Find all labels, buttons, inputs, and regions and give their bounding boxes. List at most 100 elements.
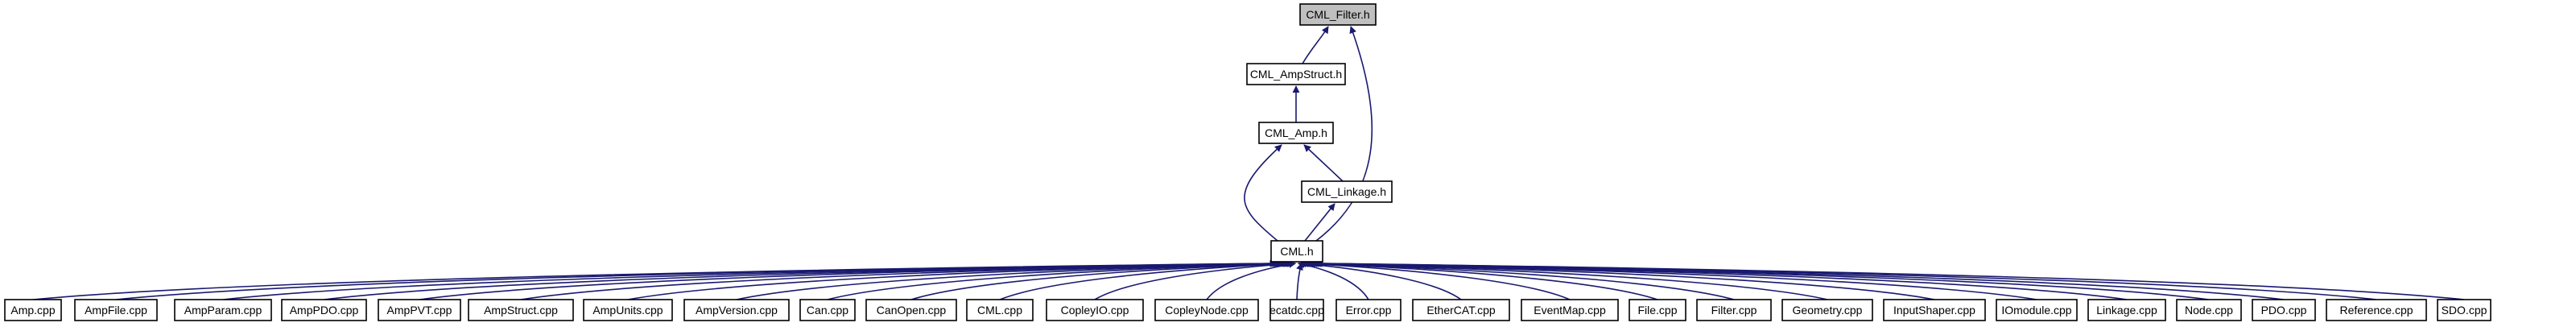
node-canopen-cpp-label: CanOpen.cpp [877,304,947,317]
node-cml-h-box [1270,240,1323,263]
node-eventmap-cpp-box [1521,299,1619,321]
node-error-cpp-box [1335,299,1402,321]
edge-can-cpp-to-cml [827,259,1290,300]
node-ampversion-cpp-box [683,299,790,321]
node-filter-cpp-label: Filter.cpp [1711,304,1757,317]
node-copleynode-cpp-label: CopleyNode.cpp [1165,304,1249,317]
node-amppvt-cpp[interactable]: AmpPVT.cpp [378,299,461,321]
node-cml-ampstruct-h[interactable]: CML_AmpStruct.h [1246,63,1346,85]
node-geometry-cpp-label: Geometry.cpp [1793,304,1863,317]
node-cml-cpp-label: CML.cpp [977,304,1022,317]
node-geometry-cpp[interactable]: Geometry.cpp [1781,299,1873,321]
node-iomodule-cpp-box [1996,299,2078,321]
node-ampparam-cpp[interactable]: AmpParam.cpp [174,299,272,321]
node-ethercat-cpp-label: EtherCAT.cpp [1426,304,1496,317]
edge-cml-cpp-to-cml [999,259,1294,300]
node-ampstruct-cpp[interactable]: AmpStruct.cpp [468,299,574,321]
node-cml-ampstruct-h-label: CML_AmpStruct.h [1250,68,1342,81]
node-ampversion-cpp[interactable]: AmpVersion.cpp [683,299,790,321]
node-can-cpp[interactable]: Can.cpp [799,299,856,321]
node-pdo-cpp-label: PDO.cpp [2261,304,2307,317]
node-ampunits-cpp-box [583,299,673,321]
edge-cml-to-amp [1244,144,1282,242]
node-copleynode-cpp[interactable]: CopleyNode.cpp [1154,299,1259,321]
edge-filter-cpp-to-cml [1303,259,1735,300]
edge-linkage-to-amp [1303,144,1344,182]
node-ampparam-cpp-box [174,299,272,321]
node-copleyio-cpp-label: CopleyIO.cpp [1061,304,1129,317]
node-can-cpp-label: Can.cpp [807,304,848,317]
node-filter-cpp-box [1696,299,1772,321]
node-can-cpp-box [799,299,856,321]
node-linkage-cpp[interactable]: Linkage.cpp [2087,299,2166,321]
node-iomodule-cpp[interactable]: IOmodule.cpp [1996,299,2078,321]
node-canopen-cpp[interactable]: CanOpen.cpp [865,299,957,321]
node-eventmap-cpp-label: EventMap.cpp [1534,304,1606,317]
node-cml-amp-h[interactable]: CML_Amp.h [1258,122,1334,144]
node-amppdo-cpp-label: AmpPDO.cpp [290,304,359,317]
node-ethercat-cpp-box [1412,299,1510,321]
node-amppdo-cpp[interactable]: AmpPDO.cpp [281,299,367,321]
node-cml-cpp[interactable]: CML.cpp [966,299,1034,321]
edge-error-cpp-to-cml [1297,261,1369,300]
node-ampfile-cpp[interactable]: AmpFile.cpp [74,299,158,321]
node-linkage-cpp-box [2087,299,2166,321]
node-geometry-cpp-box [1781,299,1873,321]
node-file-cpp[interactable]: File.cpp [1629,299,1686,321]
node-cml-linkage-h-box [1301,180,1393,203]
node-copleynode-cpp-box [1154,299,1259,321]
node-copleyio-cpp-box [1046,299,1144,321]
node-sdo-cpp[interactable]: SDO.cpp [2437,299,2491,321]
edge-canopen-cpp-to-cml [910,259,1292,300]
node-cml-linkage-h-label: CML_Linkage.h [1307,185,1386,198]
node-cml-filter-h-box [1299,3,1377,26]
node-filter-cpp[interactable]: Filter.cpp [1696,299,1772,321]
node-reference-cpp[interactable]: Reference.cpp [2326,299,2427,321]
node-copleyio-cpp[interactable]: CopleyIO.cpp [1046,299,1144,321]
node-cml-filter-h-label: CML_Filter.h [1306,8,1369,21]
node-cml-h-label: CML.h [1280,245,1313,258]
edge-ampversion-cpp-to-cml [736,259,1289,300]
node-ampparam-cpp-label: AmpParam.cpp [184,304,262,317]
node-error-cpp-label: Error.cpp [1346,304,1392,317]
node-inputshaper-cpp[interactable]: InputShaper.cpp [1883,299,1986,321]
node-ampfile-cpp-label: AmpFile.cpp [85,304,147,317]
node-amp-cpp-label: Amp.cpp [10,304,55,317]
node-file-cpp-label: File.cpp [1637,304,1677,317]
node-cml-amp-h-box [1258,122,1334,144]
node-cml-h[interactable]: CML.h [1270,240,1323,263]
node-sdo-cpp-box [2437,299,2491,321]
edge-copleyio-cpp-to-cml [1094,260,1294,300]
node-node-cpp[interactable]: Node.cpp [2176,299,2242,321]
node-amp-cpp-box [4,299,62,321]
node-eventmap-cpp[interactable]: EventMap.cpp [1521,299,1619,321]
node-ecatdc-cpp-box [1269,299,1324,321]
edge-ecatdc-cpp-to-cml [1296,263,1303,300]
edge-sdo-cpp-to-cml [1315,259,2465,300]
node-cml-cpp-box [966,299,1034,321]
node-inputshaper-cpp-box [1883,299,1986,321]
node-cml-amp-h-label: CML_Amp.h [1265,126,1327,139]
node-ecatdc-cpp-label: ecatdc.cpp [1269,304,1324,317]
edge-ethercat-cpp-to-cml [1298,260,1462,300]
node-pdo-cpp[interactable]: PDO.cpp [2252,299,2316,321]
node-node-cpp-box [2176,299,2242,321]
node-ampunits-cpp-label: AmpUnits.cpp [592,304,663,317]
node-linkage-cpp-label: Linkage.cpp [2096,304,2157,317]
node-reference-cpp-label: Reference.cpp [2339,304,2413,317]
node-ecatdc-cpp[interactable]: ecatdc.cpp [1269,299,1324,321]
node-ampunits-cpp[interactable]: AmpUnits.cpp [583,299,673,321]
node-ethercat-cpp[interactable]: EtherCAT.cpp [1412,299,1510,321]
node-canopen-cpp-box [865,299,957,321]
node-error-cpp[interactable]: Error.cpp [1335,299,1402,321]
node-cml-filter-h[interactable]: CML_Filter.h [1299,3,1377,26]
edge-ampstruct-to-filter [1302,26,1329,64]
node-amp-cpp[interactable]: Amp.cpp [4,299,62,321]
node-amppvt-cpp-box [378,299,461,321]
edges-layer [32,26,2465,300]
node-file-cpp-box [1629,299,1686,321]
node-ampversion-cpp-label: AmpVersion.cpp [696,304,778,317]
node-ampstruct-cpp-box [468,299,574,321]
node-cml-linkage-h[interactable]: CML_Linkage.h [1301,180,1393,203]
